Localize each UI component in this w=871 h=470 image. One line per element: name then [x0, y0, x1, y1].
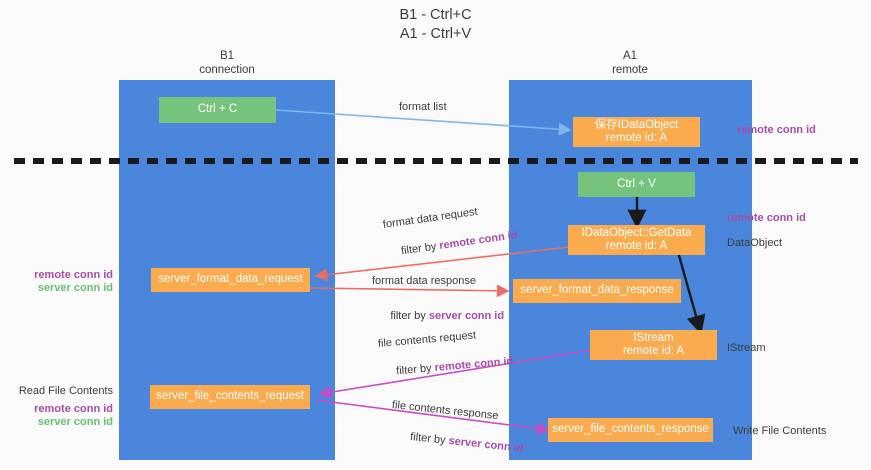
- filter-key-server-conn-id: server conn id: [428, 310, 505, 322]
- box-server-file-contents-response[interactable]: server_file_contents_response: [548, 418, 713, 442]
- page-title: B1 - Ctrl+C A1 - Ctrl+V: [399, 7, 472, 42]
- filter-prefix: filter by: [409, 430, 450, 447]
- box-ctrl-c[interactable]: Ctrl + C: [159, 97, 276, 123]
- side-label-left-remote-conn-id: remote conn id: [34, 269, 113, 281]
- filter-key-server-conn-id: server conn id: [447, 434, 524, 455]
- side-label-read-file-contents: Read File Contents: [18, 385, 113, 397]
- side-label-istream: IStream: [727, 342, 766, 354]
- side-label-left-server-conn-id-2: server conn id: [37, 416, 113, 428]
- label-format-data-response-group: format data response filter by server co…: [372, 274, 504, 337]
- label-format-data-response: format data response: [372, 275, 476, 287]
- side-label-left-server-conn-id: server conn id: [37, 282, 113, 294]
- box-server-format-data-request[interactable]: server_format_data_request: [151, 268, 310, 292]
- box-server-file-contents-request[interactable]: server_file_contents_request: [150, 385, 310, 409]
- filter-key-remote-conn-id: remote conn id: [438, 229, 519, 253]
- box-server-format-data-response[interactable]: server_format_data_response: [513, 279, 681, 303]
- filter-prefix: filter by: [390, 310, 429, 322]
- side-label-remote-conn-id-mid: remote conn id: [727, 212, 806, 224]
- filter-prefix: filter by: [400, 240, 441, 258]
- filter-key-remote-conn-id: remote conn id: [434, 355, 514, 375]
- column-header-a1: A1 remote: [612, 50, 648, 76]
- box-save-idataobject[interactable]: 保存IDataObject remote id: A: [573, 117, 700, 147]
- label-format-data-request-group: format data request filter by remote con…: [382, 206, 519, 275]
- label-format-list: format list: [399, 101, 447, 113]
- filter-prefix: filter by: [395, 362, 436, 378]
- side-label-left-remote-conn-id-2: remote conn id: [34, 403, 113, 415]
- side-label-write-file-contents: Write File Contents: [733, 425, 827, 437]
- label-format-data-response-filter: filter by server conn id: [372, 295, 504, 337]
- label-file-contents-response-group: file contents response filter by server …: [391, 398, 524, 456]
- side-label-remote-conn-id-top: remote conn id: [737, 124, 816, 136]
- label-file-contents-request-group: file contents request filter by remote c…: [377, 329, 514, 394]
- side-label-dataobject: DataObject: [727, 237, 783, 249]
- box-ctrl-v[interactable]: Ctrl + V: [578, 172, 695, 197]
- box-istream[interactable]: IStream remote id: A: [590, 330, 717, 360]
- column-header-b1: B1 connection: [199, 50, 255, 76]
- box-idataobject-getdata[interactable]: IDataObject::GetData remote id: A: [568, 225, 705, 255]
